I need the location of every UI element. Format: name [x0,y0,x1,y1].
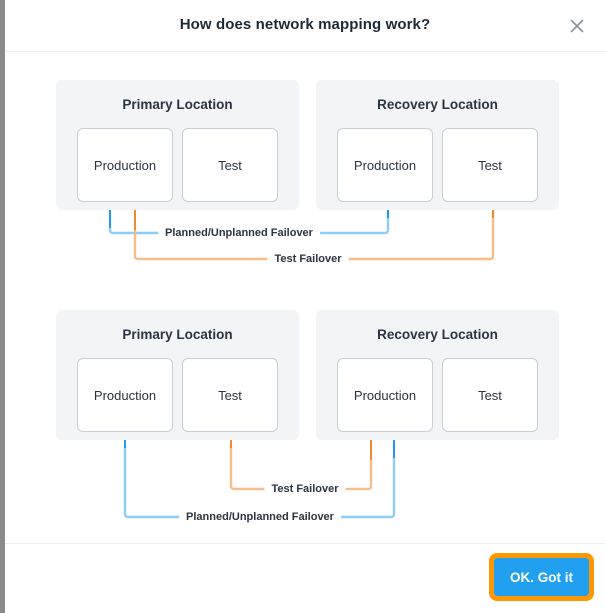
node-recovery-production: Production [337,128,433,202]
panel-primary-location: Primary Location Production Test [56,310,299,440]
dialog-footer: OK. Got it [5,543,605,613]
node-primary-test: Test [182,128,278,202]
close-icon[interactable] [565,14,589,38]
node-primary-production: Production [77,358,173,432]
dialog-body: Primary Location Production Test Recover… [5,52,605,543]
node-primary-test: Test [182,358,278,432]
node-recovery-test: Test [442,358,538,432]
panel-recovery-location: Recovery Location Production Test [316,310,559,440]
node-recovery-test: Test [442,128,538,202]
node-recovery-production: Production [337,358,433,432]
connector-label-test-failover: Test Failover [267,252,349,266]
panel-primary-location: Primary Location Production Test [56,80,299,210]
diagram-failback: Primary Location Production Test Recover… [5,300,605,524]
dialog-header: How does network mapping work? [5,0,605,52]
panel-title: Primary Location [122,97,233,112]
ok-got-it-button[interactable]: OK. Got it [489,553,594,601]
node-primary-production: Production [77,128,173,202]
connector-label-planned-unplanned-failover: Planned/Unplanned Failover [179,510,341,524]
panel-title: Recovery Location [377,97,498,112]
panel-title: Primary Location [122,327,233,342]
panel-title: Recovery Location [377,327,498,342]
connector-label-planned-unplanned-failover: Planned/Unplanned Failover [158,226,320,240]
page-title: How does network mapping work? [179,16,431,33]
diagram-failover: Primary Location Production Test Recover… [5,70,605,285]
panel-recovery-location: Recovery Location Production Test [316,80,559,210]
connector-label-test-failover: Test Failover [264,482,346,496]
